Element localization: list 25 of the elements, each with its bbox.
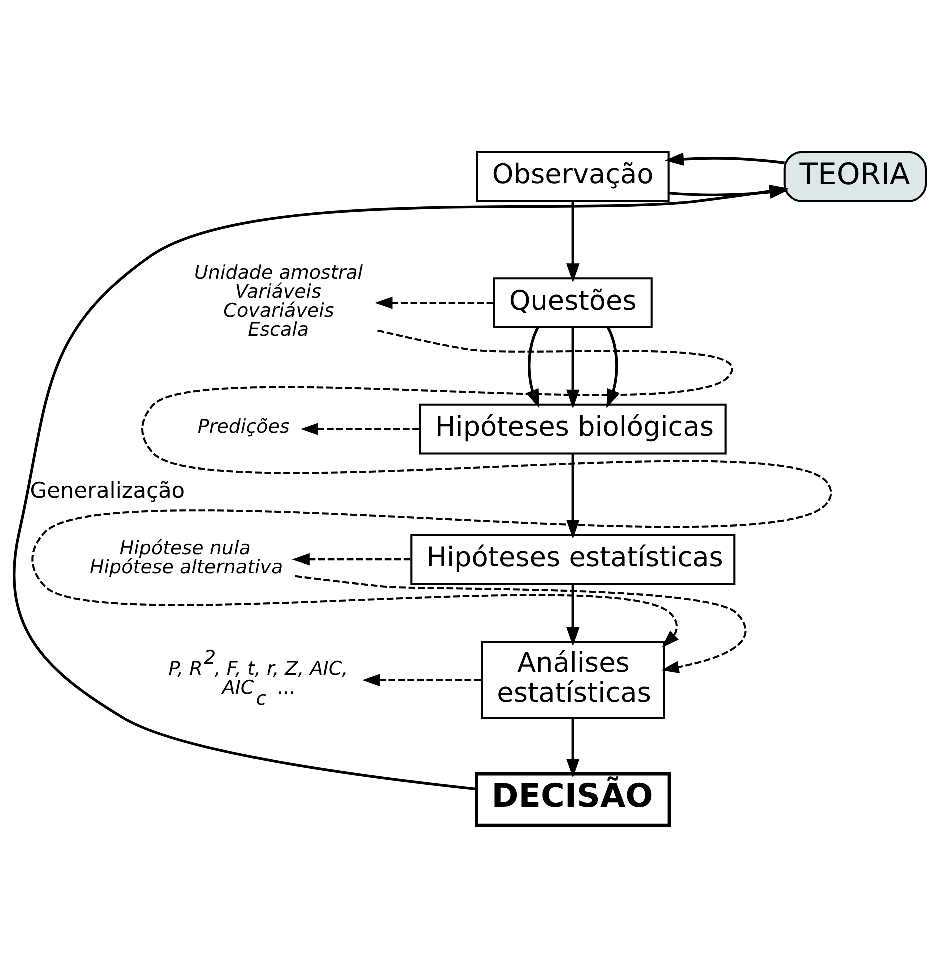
arrow — [362, 674, 482, 687]
node-text: Predições — [198, 416, 290, 438]
node-box: DECISÃO — [475, 772, 672, 828]
arrow — [292, 553, 412, 566]
node-box: Análises estatísticas — [481, 641, 666, 720]
arrow — [300, 423, 420, 436]
arrow — [606, 327, 620, 409]
arrow — [566, 201, 580, 283]
arrow — [295, 575, 747, 674]
arrow — [33, 330, 832, 648]
arrow — [566, 454, 580, 540]
node-box: Observação — [476, 151, 670, 202]
node-text: Hipótese nula Hipótese alternativa — [90, 537, 284, 578]
arrow — [566, 718, 580, 778]
arrow — [375, 296, 494, 310]
node-box: Questões — [493, 278, 653, 329]
node-text: Unidade amostral Variáveis Covariáveis Escala — [194, 262, 364, 341]
node-box: Hipóteses estatísticas — [410, 534, 736, 586]
arrow — [566, 584, 580, 646]
node-box: Hipóteses biológicas — [419, 404, 727, 455]
arrow — [664, 152, 785, 166]
node-box: TEORIA — [784, 151, 928, 202]
edge-label: Generalização — [30, 479, 186, 504]
arrow — [566, 328, 580, 409]
arrow — [526, 327, 540, 409]
